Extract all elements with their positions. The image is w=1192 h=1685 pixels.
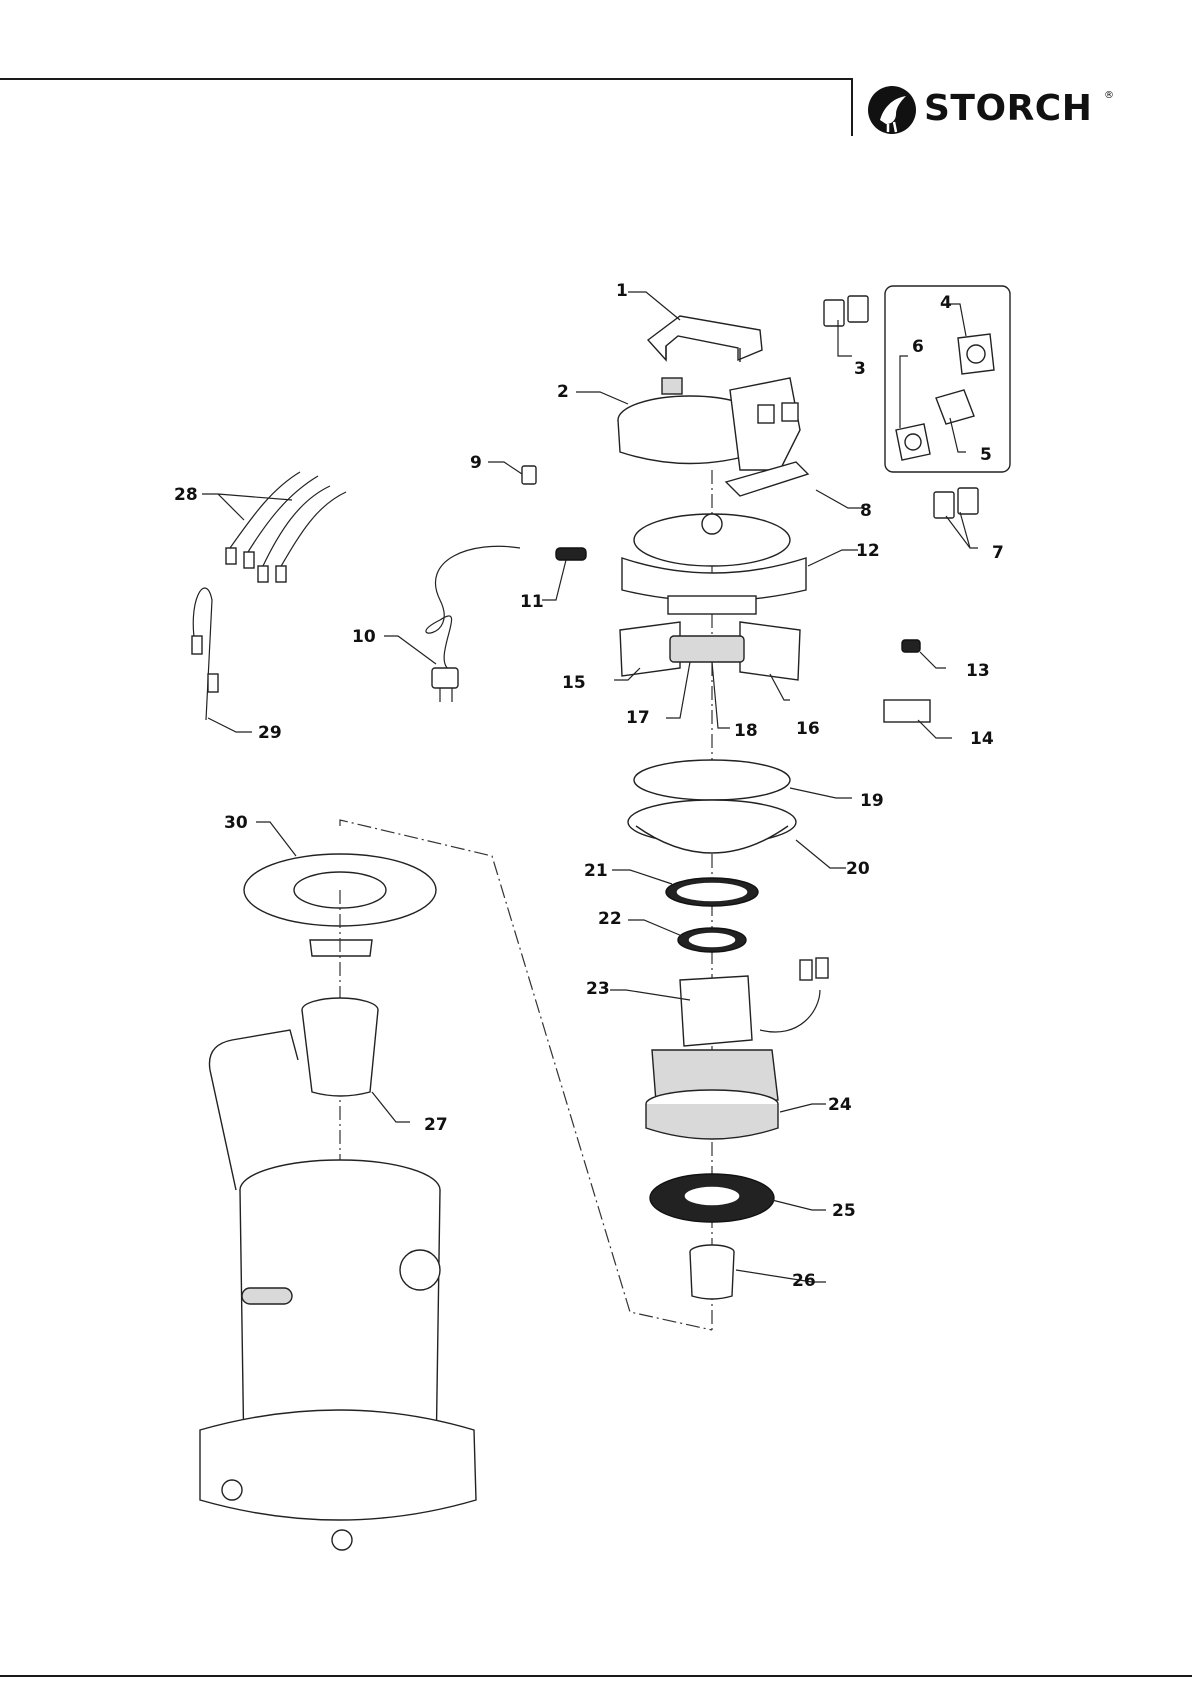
leader-lines — [202, 292, 978, 1282]
callout-29: 29 — [258, 723, 282, 743]
callout-16: 16 — [796, 719, 820, 739]
callout-7: 7 — [992, 543, 1004, 563]
callout-9: 9 — [470, 453, 482, 473]
part-circuit-board — [884, 700, 930, 722]
callout-labels: 1 2 3 4 5 6 7 8 9 10 11 12 13 14 15 16 1… — [174, 281, 1004, 1291]
part-clip — [522, 466, 536, 484]
part-power-cord — [426, 546, 520, 702]
callout-3: 3 — [854, 359, 866, 379]
part-gasket-ring — [634, 760, 790, 800]
part-handle — [648, 316, 762, 362]
callout-23: 23 — [586, 979, 610, 999]
part-switches-top — [824, 296, 868, 326]
callout-15: 15 — [562, 673, 586, 693]
callout-6: 6 — [912, 337, 924, 357]
part-tank — [200, 1030, 476, 1550]
callout-26: 26 — [792, 1271, 816, 1291]
callout-24: 24 — [828, 1095, 852, 1115]
callout-25: 25 — [832, 1201, 856, 1221]
callout-27: 27 — [424, 1115, 448, 1135]
part-cup — [690, 1245, 734, 1299]
part-filter-basket — [302, 998, 378, 1096]
callout-18: 18 — [734, 721, 758, 741]
callout-30: 30 — [224, 813, 248, 833]
callout-14: 14 — [970, 729, 994, 749]
callout-2: 2 — [557, 382, 569, 402]
part-filter — [670, 636, 744, 662]
part-wire-harness — [226, 472, 346, 582]
part-motor — [652, 958, 828, 1102]
part-motor-head — [622, 514, 806, 614]
part-cord-grip — [556, 548, 586, 560]
callout-4: 4 — [940, 293, 952, 313]
callout-12: 12 — [856, 541, 880, 561]
callout-11: 11 — [520, 592, 544, 612]
callout-20: 20 — [846, 859, 870, 879]
callout-10: 10 — [352, 627, 376, 647]
callout-19: 19 — [860, 791, 884, 811]
callout-21: 21 — [584, 861, 608, 881]
footer-rule — [0, 1675, 1192, 1677]
part-shroud-right — [740, 622, 800, 680]
part-latch — [902, 640, 920, 652]
callout-13: 13 — [966, 661, 990, 681]
part-base-ring — [646, 1090, 778, 1139]
part-cable-loop — [192, 588, 218, 720]
callout-1: 1 — [616, 281, 628, 301]
callout-8: 8 — [860, 501, 872, 521]
part-lid — [618, 378, 800, 470]
callout-28: 28 — [174, 485, 198, 505]
callout-22: 22 — [598, 909, 622, 929]
part-bowl — [628, 800, 796, 853]
part-switches-lower — [934, 488, 978, 518]
callout-5: 5 — [980, 445, 992, 465]
callout-17: 17 — [626, 708, 650, 728]
